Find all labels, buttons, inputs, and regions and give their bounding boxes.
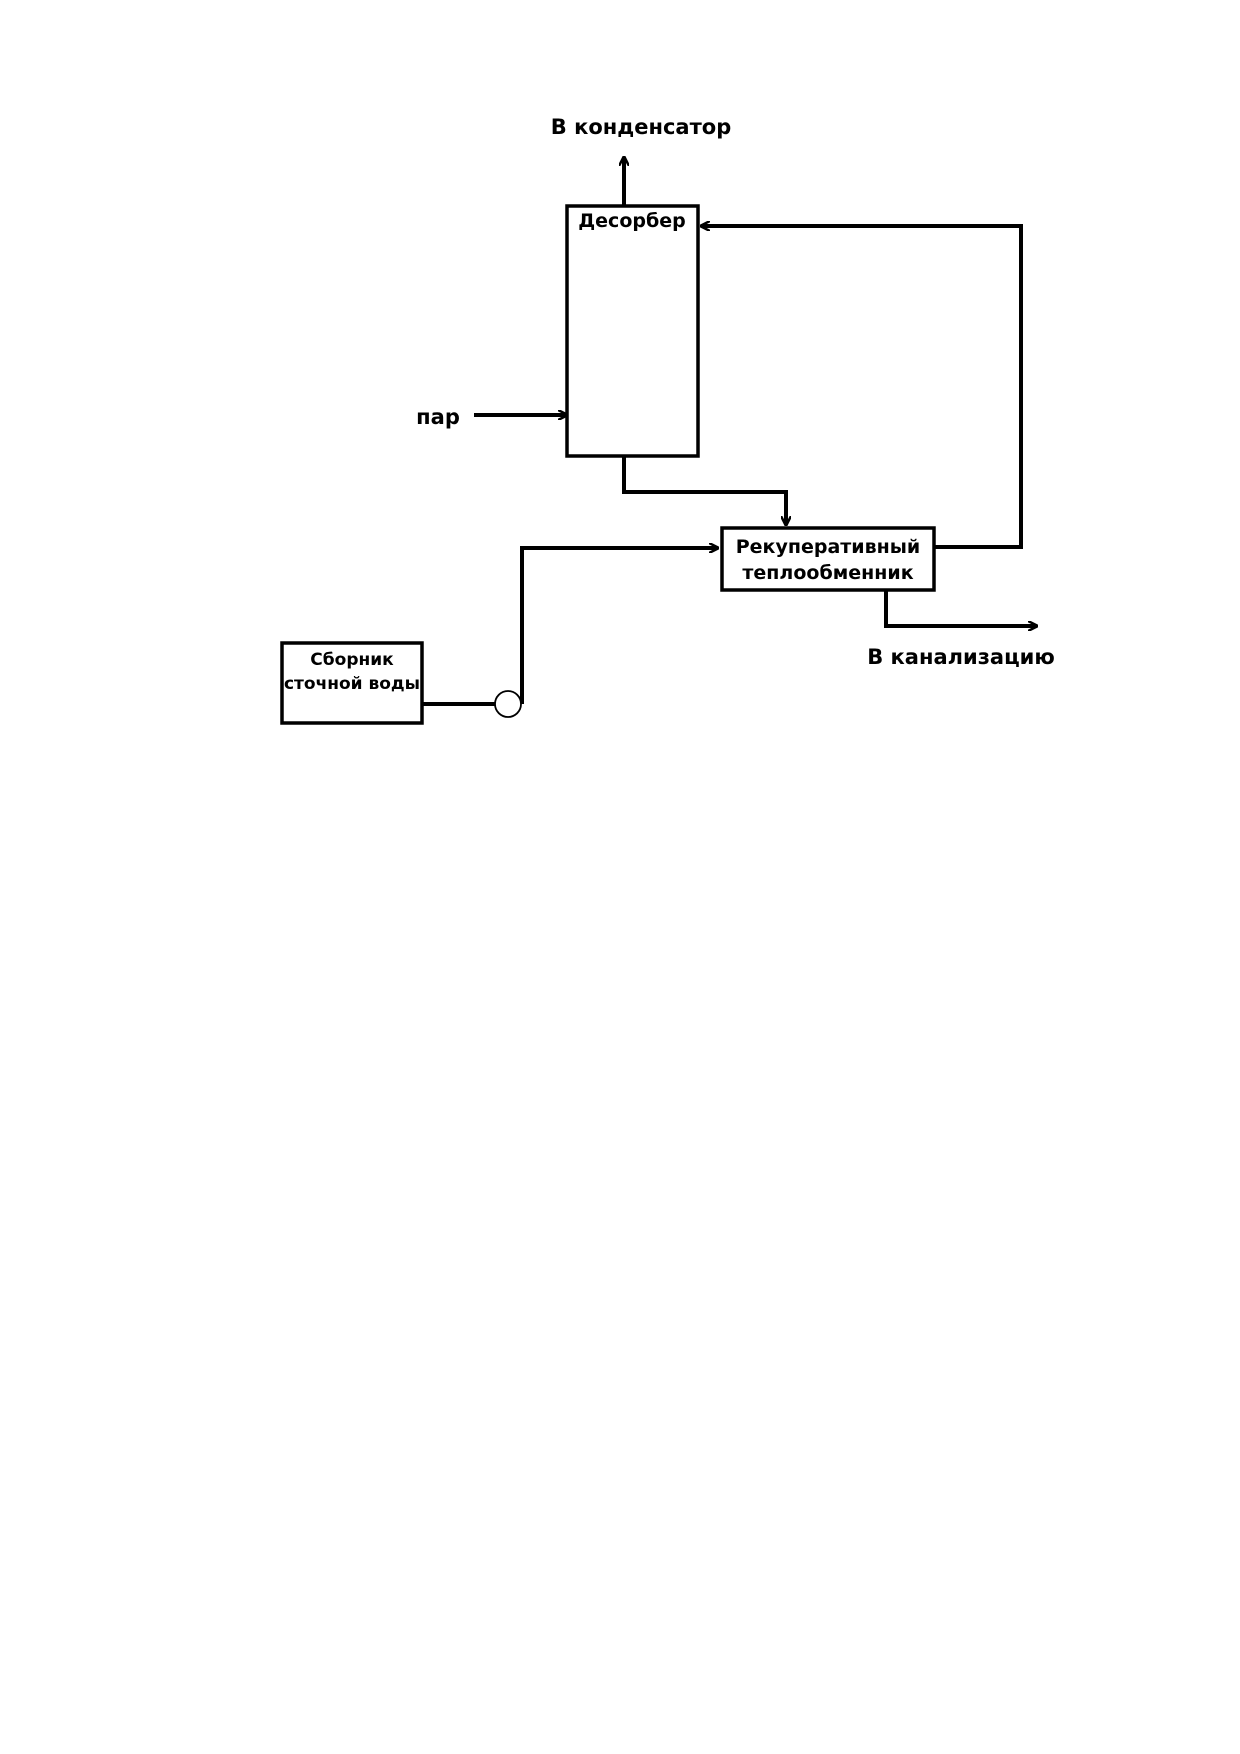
desorber-box [565,204,700,458]
exchanger-to-desorber-return-line [701,226,1023,549]
heat-exchanger-label-line2: теплообменник [742,562,913,584]
desorber-to-exchanger-line [622,456,786,525]
desorber-label: Десорбер [578,210,685,232]
wastewater-tank-label-line2: сточной воды [284,674,420,694]
wastewater-tank-box [280,641,424,725]
pump-icon [494,690,522,718]
to-condenser-label: В конденсатор [551,115,731,139]
heat-exchanger-label-line1: Рекуперативный [736,536,921,558]
steam-label: пар [416,405,460,429]
to-sewer-label: В канализацию [867,645,1055,669]
heat-exchanger-box [720,526,936,592]
wastewater-tank-label-line1: Сборник [310,650,394,670]
sewer-outlet-line [884,590,1037,626]
pump-to-exchanger-line [520,548,718,704]
